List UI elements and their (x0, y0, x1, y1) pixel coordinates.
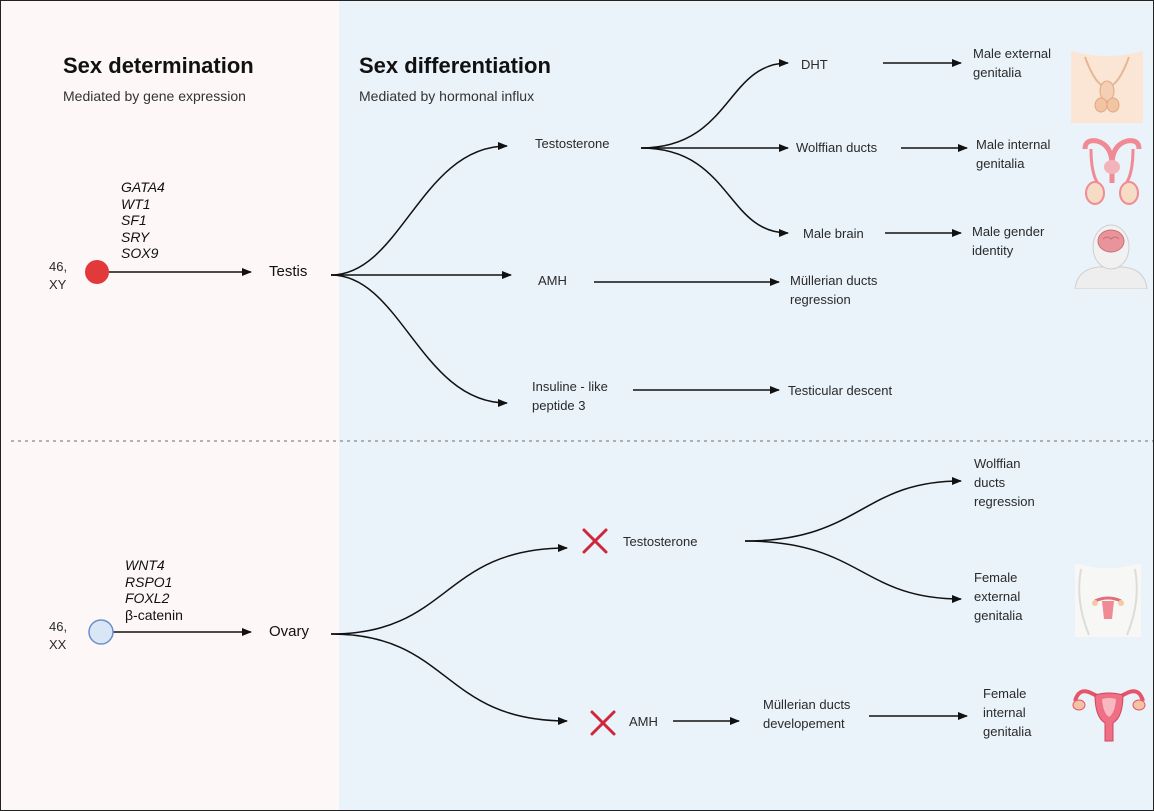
female-pelvis-illustration-icon (1075, 563, 1141, 637)
female-gene-label: WNT4 (125, 557, 165, 573)
uterus-icon (1072, 689, 1146, 742)
male-pelvis-illustration-icon (1071, 51, 1143, 123)
female-amh-node: AMH (629, 714, 658, 729)
mullerian-development-node: Müllerian ducts developement (763, 697, 851, 731)
arrow-testosterone-to-wolffian-regression (744, 477, 962, 542)
male-head-brain-icon (1074, 224, 1148, 289)
determination-title: Sex determination (63, 53, 254, 78)
male-gene-label: SF1 (121, 212, 147, 228)
male-gene-label: WT1 (121, 195, 151, 212)
male-gene-label: GATA4 (121, 179, 165, 195)
female-gene-label: RSPO1 (125, 573, 173, 590)
arrow-testosterone-to-female-external (744, 540, 962, 603)
red-x-icon (582, 528, 608, 554)
karyotype-xy-label: 46, XY (49, 259, 68, 292)
female-gene-label: β-catenin (125, 606, 183, 623)
red-x-icon (590, 710, 616, 736)
arrow-ovary-to-testosterone (330, 544, 568, 635)
xy-circle-icon (85, 260, 109, 284)
arrow-testis-to-insl3 (330, 274, 508, 407)
male-identity-outcome: Male gender identity (972, 224, 1045, 258)
arrow-ovary-to-amh (330, 633, 568, 725)
male-reproductive-organs-icon (1082, 138, 1142, 205)
male-brain-node: Male brain (803, 226, 864, 241)
determination-subtitle: Mediated by gene expression (63, 88, 246, 104)
female-testosterone-node: Testosterone (623, 534, 698, 549)
xx-circle-icon (88, 619, 114, 645)
testis-node: Testis (269, 263, 308, 280)
insl3-node: Insuline - like peptide 3 (532, 379, 608, 413)
ovary-node: Ovary (269, 623, 310, 640)
male-internal-outcome: Male internal genitalia (976, 137, 1051, 171)
female-gene-label: FOXL2 (125, 590, 170, 606)
amh-node: AMH (538, 273, 567, 288)
female-internal-outcome: Female internal genitalia (983, 686, 1032, 739)
testosterone-node: Testosterone (535, 136, 610, 151)
mullerian-regression-node: Müllerian ducts regression (790, 273, 878, 307)
wolffian-regression-outcome: Wolffian ducts regression (974, 456, 1035, 509)
dht-node: DHT (801, 57, 828, 72)
differentiation-title: Sex differentiation (359, 53, 551, 78)
differentiation-panel-bg (339, 1, 1153, 810)
male-gene-label: SRY (121, 228, 150, 245)
wolffian-ducts-node: Wolffian ducts (796, 140, 878, 155)
arrow-testosterone-to-brain (640, 147, 789, 237)
male-external-outcome: Male external genitalia (973, 46, 1052, 80)
differentiation-subtitle: Mediated by hormonal influx (359, 88, 535, 104)
arrow-testis-to-testosterone (330, 142, 508, 276)
karyotype-xx-label: 46, XX (49, 619, 68, 652)
testicular-descent-node: Testicular descent (788, 383, 893, 398)
arrow-testosterone-to-dht (640, 59, 789, 149)
female-external-outcome: Female external genitalia (974, 570, 1023, 623)
male-gene-label: SOX9 (121, 245, 159, 261)
